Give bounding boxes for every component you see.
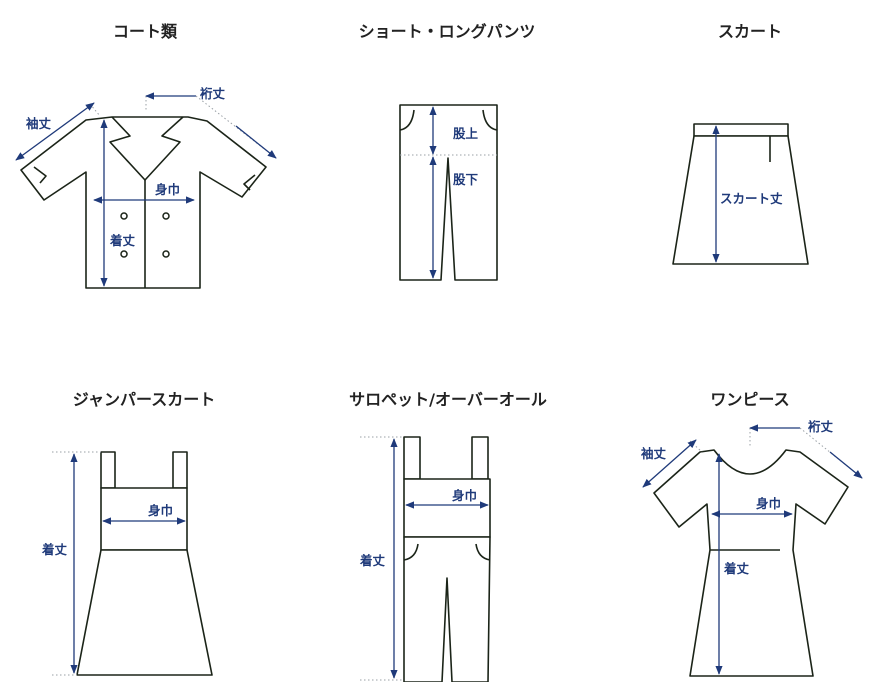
overall-length-label: 着丈 <box>359 553 386 568</box>
overall-width-label: 身巾 <box>452 488 477 503</box>
jumper-left-strap <box>100 451 116 489</box>
one-piece-title: ワンピース <box>710 390 790 409</box>
coat-title: コート類 <box>112 22 178 41</box>
pants-right-pocket <box>482 109 498 131</box>
coat-button <box>120 250 128 258</box>
coat-right-cuff <box>243 174 256 191</box>
pants-inseam-label: 股下 <box>453 172 479 187</box>
coat-diagram: 袖丈 裄丈 身巾 着丈 <box>15 86 277 289</box>
coat-length-label: 着丈 <box>109 233 136 248</box>
skirt-outline <box>672 135 809 265</box>
one-piece-yuki-label: 裄丈 <box>807 419 834 434</box>
coat-sleeve-measure <box>15 102 95 161</box>
overall-pants <box>403 536 491 682</box>
coat-width-label: 身巾 <box>155 182 180 197</box>
coat-button <box>120 212 128 220</box>
coat-left-cuff <box>33 166 47 184</box>
coat-button <box>162 212 170 220</box>
jumper-bodice <box>100 487 188 551</box>
pants-rise-label: 股上 <box>453 126 479 141</box>
jumper-skirt-title: ジャンパースカート <box>72 390 216 409</box>
one-piece-width-label: 身巾 <box>756 496 781 511</box>
coat-button <box>162 250 170 258</box>
skirt-waistband <box>693 123 789 137</box>
one-piece-sleeve-label: 袖丈 <box>641 446 667 461</box>
skirt-title: スカート <box>717 22 783 41</box>
skirt-length-label: スカート丈 <box>720 191 783 206</box>
overall-right-pocket <box>475 543 491 561</box>
one-piece-sleeve-measure <box>642 439 697 488</box>
overall-title: サロペット/オーバーオール <box>349 390 547 409</box>
one-piece-diagram: 袖丈 裄丈 身巾 着丈 <box>641 419 863 677</box>
overall-bib <box>403 478 491 538</box>
skirt-diagram: スカート丈 <box>672 123 809 265</box>
jumper-length-label: 着丈 <box>41 542 68 557</box>
overall-left-strap <box>403 436 421 480</box>
overall-right-strap <box>471 436 489 480</box>
one-piece-length-label: 着丈 <box>723 561 750 576</box>
jumper-right-strap <box>172 451 188 489</box>
overall-diagram: 着丈 身巾 <box>359 436 491 682</box>
pants-left-pocket <box>399 109 415 131</box>
coat-outline <box>20 116 267 289</box>
jumper-width-label: 身巾 <box>148 503 173 518</box>
jumper-skirt-diagram: 着丈 身巾 <box>41 451 213 676</box>
pants-outline <box>399 104 498 281</box>
pants-diagram: 股上 股下 <box>399 104 498 281</box>
coat-sleeve-label: 袖丈 <box>26 116 52 131</box>
pants-title: ショート・ロングパンツ <box>358 22 536 41</box>
jumper-skirt-body <box>76 549 213 676</box>
one-piece-outline <box>653 449 849 677</box>
overall-left-pocket <box>403 543 419 561</box>
coat-yuki-label: 裄丈 <box>199 86 226 101</box>
